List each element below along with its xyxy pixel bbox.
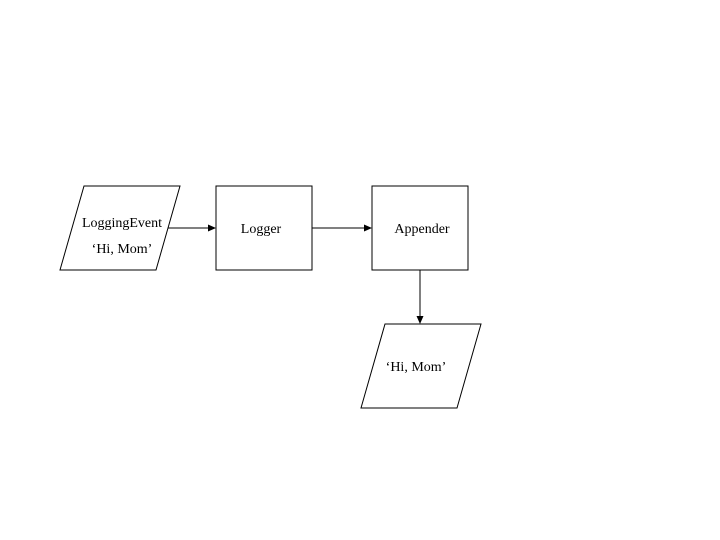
- arrow-appender-to-output-head: [416, 316, 424, 324]
- logger-node: Logger: [215, 185, 313, 271]
- logging-event-message: ‘Hi, Mom’: [92, 242, 153, 257]
- output-label: ‘Hi, Mom’: [386, 360, 447, 375]
- arrow-appender-to-output: [416, 270, 424, 324]
- arrow-logger-to-appender-head: [364, 224, 372, 232]
- logging-event-node: LoggingEvent ‘Hi, Mom’: [59, 185, 181, 271]
- arrow-event-to-logger: [168, 224, 216, 232]
- output-node: ‘Hi, Mom’: [360, 323, 482, 409]
- logging-event-shape: [59, 185, 181, 271]
- logger-label: Logger: [241, 222, 282, 237]
- arrow-logger-to-appender: [312, 224, 372, 232]
- output-shape: [360, 323, 482, 409]
- appender-label: Appender: [394, 222, 450, 237]
- arrow-event-to-logger-head: [208, 224, 216, 232]
- logging-event-label: LoggingEvent: [82, 216, 162, 231]
- logger-shape: [215, 185, 313, 271]
- appender-node: Appender: [371, 185, 469, 271]
